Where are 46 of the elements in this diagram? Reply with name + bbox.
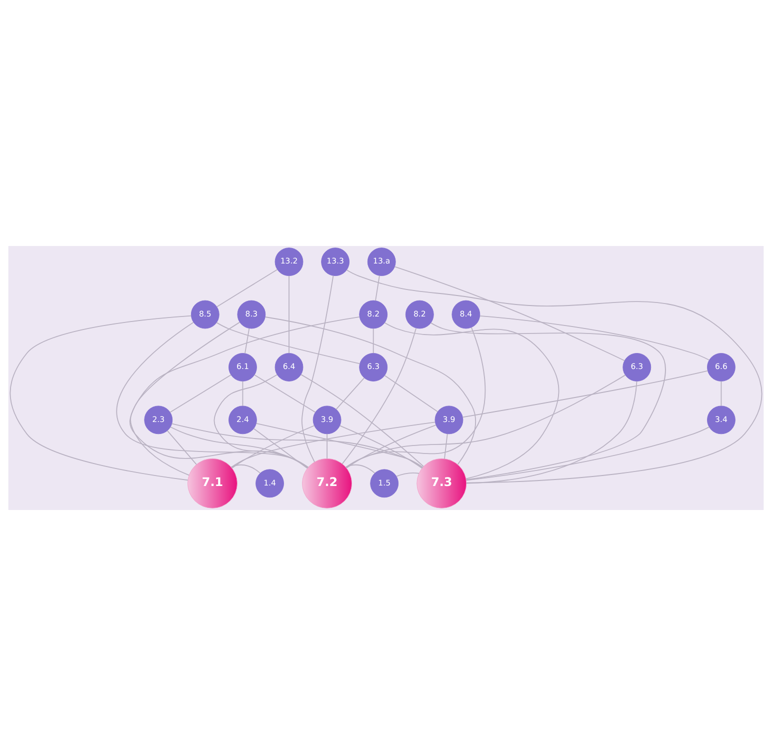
connector <box>170 426 308 468</box>
connector <box>166 430 197 464</box>
node-circle: 7.2 <box>302 458 352 508</box>
connector <box>462 370 708 418</box>
connector <box>244 328 250 354</box>
connector <box>300 374 424 466</box>
connector <box>430 322 666 480</box>
connector <box>346 269 762 483</box>
connector <box>372 328 374 354</box>
connector <box>480 315 710 360</box>
connector <box>216 268 278 307</box>
node-circle: 7.3 <box>416 458 467 508</box>
connector <box>230 421 436 468</box>
connector <box>396 472 420 476</box>
connector <box>466 426 710 480</box>
connector <box>375 274 380 301</box>
connector <box>326 433 328 459</box>
connector <box>216 322 360 364</box>
connector <box>336 376 365 410</box>
connector <box>171 422 424 468</box>
node-circle: 7.1 <box>188 458 238 508</box>
connector <box>301 274 334 462</box>
connector <box>339 424 422 468</box>
connector <box>264 316 476 464</box>
connector <box>466 380 638 484</box>
connector <box>346 424 436 468</box>
connector <box>10 314 192 480</box>
connector <box>342 327 417 464</box>
connector <box>230 464 261 473</box>
connector <box>170 374 232 412</box>
connector <box>242 380 244 406</box>
connector <box>256 422 424 468</box>
connector <box>384 374 438 412</box>
connector <box>345 464 376 473</box>
connector <box>253 428 308 468</box>
connector <box>232 424 315 468</box>
connector <box>384 322 560 479</box>
connector <box>444 433 448 459</box>
connector <box>346 326 486 468</box>
connector <box>720 380 722 406</box>
connector <box>288 274 290 354</box>
connector <box>130 316 360 476</box>
connector <box>394 266 625 361</box>
connector <box>254 374 316 412</box>
connector <box>214 374 308 468</box>
connector <box>345 374 626 468</box>
